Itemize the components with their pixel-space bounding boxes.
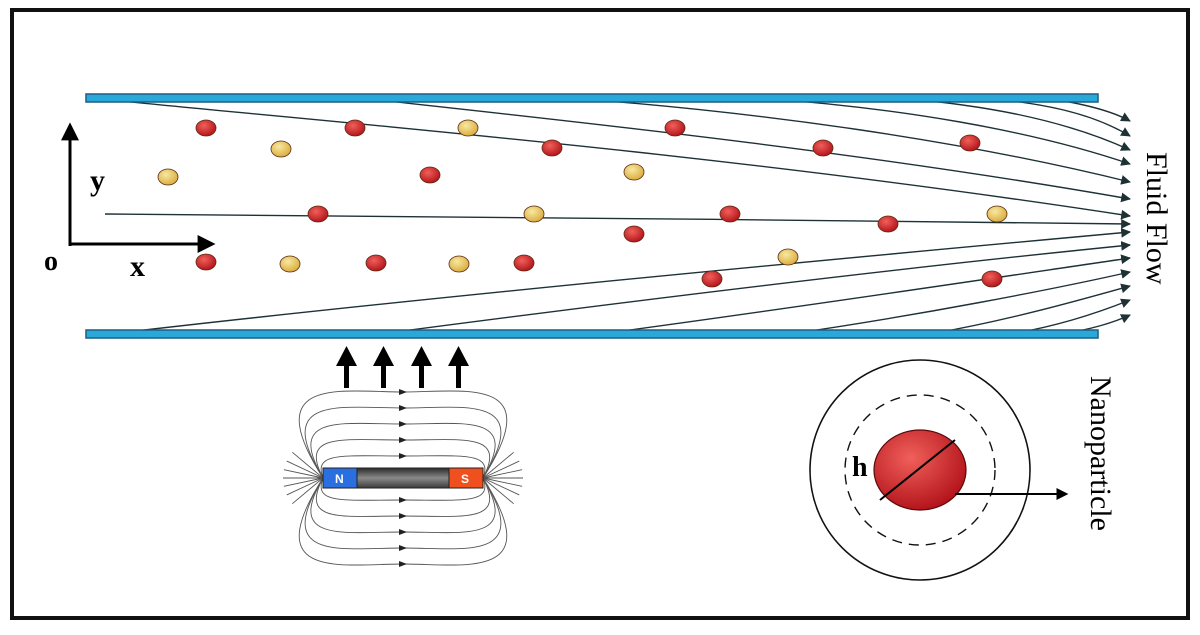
field-line-arrowhead-icon [399,389,407,395]
particle-yellow [448,255,470,273]
magnet-field-spoke [482,451,514,479]
streamline [91,97,1131,220]
streamline [104,213,1131,229]
particle-red [344,119,366,137]
streamline [789,269,1131,335]
streamlines [91,97,1131,335]
field-line-arrowhead-icon [399,437,407,443]
field-arrow-icon [373,346,394,388]
particle-red [307,205,329,223]
magnet-field-spoke [283,477,324,487]
field-line-arrowhead-icon [399,405,407,411]
magnet-field-spoke [482,477,520,496]
channel-bottom-wall [85,329,1099,339]
particle-yellow [457,119,479,137]
magnetic-field-arrows [336,346,469,388]
particle-red [365,254,387,272]
particle-red [981,270,1003,288]
particle-yellow [523,205,545,223]
field-line-arrowhead-icon [399,513,407,519]
particle-yellow [270,140,292,158]
field-arrow-icon [411,346,432,388]
magnet-field-spoke [286,477,324,496]
magnet-south-pole [448,467,484,489]
magnet-field-spoke [482,477,514,505]
particle-red [812,139,834,157]
streamline [569,97,1131,185]
field-line-arrowhead-icon [399,421,407,427]
particle-red [959,134,981,152]
particle-yellow [777,248,799,266]
particle-red [877,215,899,233]
particle-red [195,119,217,137]
field-line-arrowhead-icon [399,561,407,567]
coordinate-axes: y x o [44,122,216,283]
particle-red [701,270,723,288]
magnet-south-label: S [461,472,469,486]
field-line-arrowhead-icon [399,545,407,551]
particle-red [419,166,441,184]
x-axis-label: x [130,250,145,283]
fluid-flow-label: Fluid Flow [1140,152,1173,285]
field-arrow-icon [336,346,357,388]
y-axis-label: y [90,164,105,197]
streamline [359,97,1131,203]
streamline [929,283,1131,335]
nanoparticle-dashed-layer [844,394,996,546]
nanoparticle-h-label: h [852,452,868,483]
streamline [379,241,1131,335]
particles [157,119,1008,288]
streamline [599,254,1131,335]
magnet-north-label: N [335,472,344,486]
field-line-arrowhead-icon [399,453,407,459]
particle-red [664,119,686,137]
magnet-field-spoke [292,477,324,505]
particle-yellow [623,163,645,181]
magnet-north-pole [322,467,358,489]
magnet-field-spoke [283,469,324,479]
particle-red [195,253,217,271]
origin-label: o [44,246,58,277]
field-line-arrowhead-icon [399,497,407,503]
nanoparticle-label: Nanoparticle [1084,376,1117,531]
field-line-arrowhead-icon [399,529,407,535]
particle-red [719,205,741,223]
particle-yellow [986,205,1008,223]
nanoparticle-detail: h Nanoparticle [809,359,1117,581]
field-arrow-icon [448,346,469,388]
magnet-field-lines [283,389,523,567]
nanoparticle-diameter-line [879,439,956,501]
magnet-field-spoke [482,469,523,479]
bar-magnet-icon: N S [322,467,484,489]
particle-yellow [279,255,301,273]
magnet-field-spoke [482,460,520,479]
magnet-field-spoke [292,451,324,479]
particle-red [541,139,563,157]
streamline [109,227,1131,335]
particle-yellow [157,168,179,186]
particle-red [623,225,645,243]
magnet-field-spoke [286,460,324,479]
magnet-field-spoke [482,477,523,487]
particle-red [513,254,535,272]
channel-top-wall [85,93,1099,103]
